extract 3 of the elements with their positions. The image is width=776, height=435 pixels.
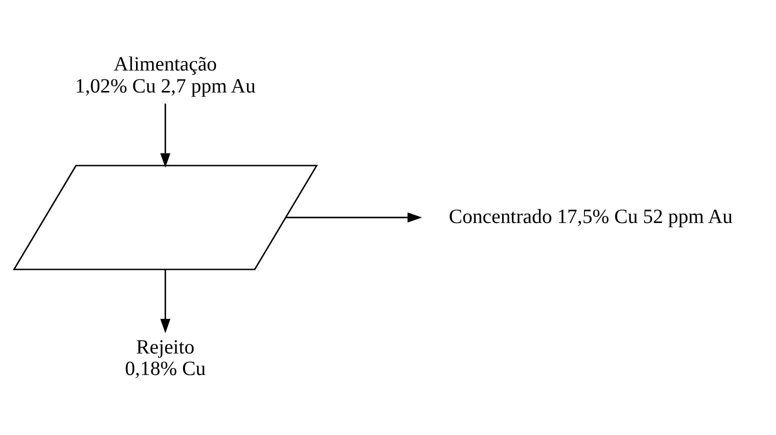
node-text: Concentrado 17,5% Cu 52 ppm Au <box>448 206 733 228</box>
node-text: Rejeito 0,18% Cu <box>124 336 206 380</box>
node-text: Alimentação 1,02% Cu 2,7 ppm Au <box>75 54 256 98</box>
